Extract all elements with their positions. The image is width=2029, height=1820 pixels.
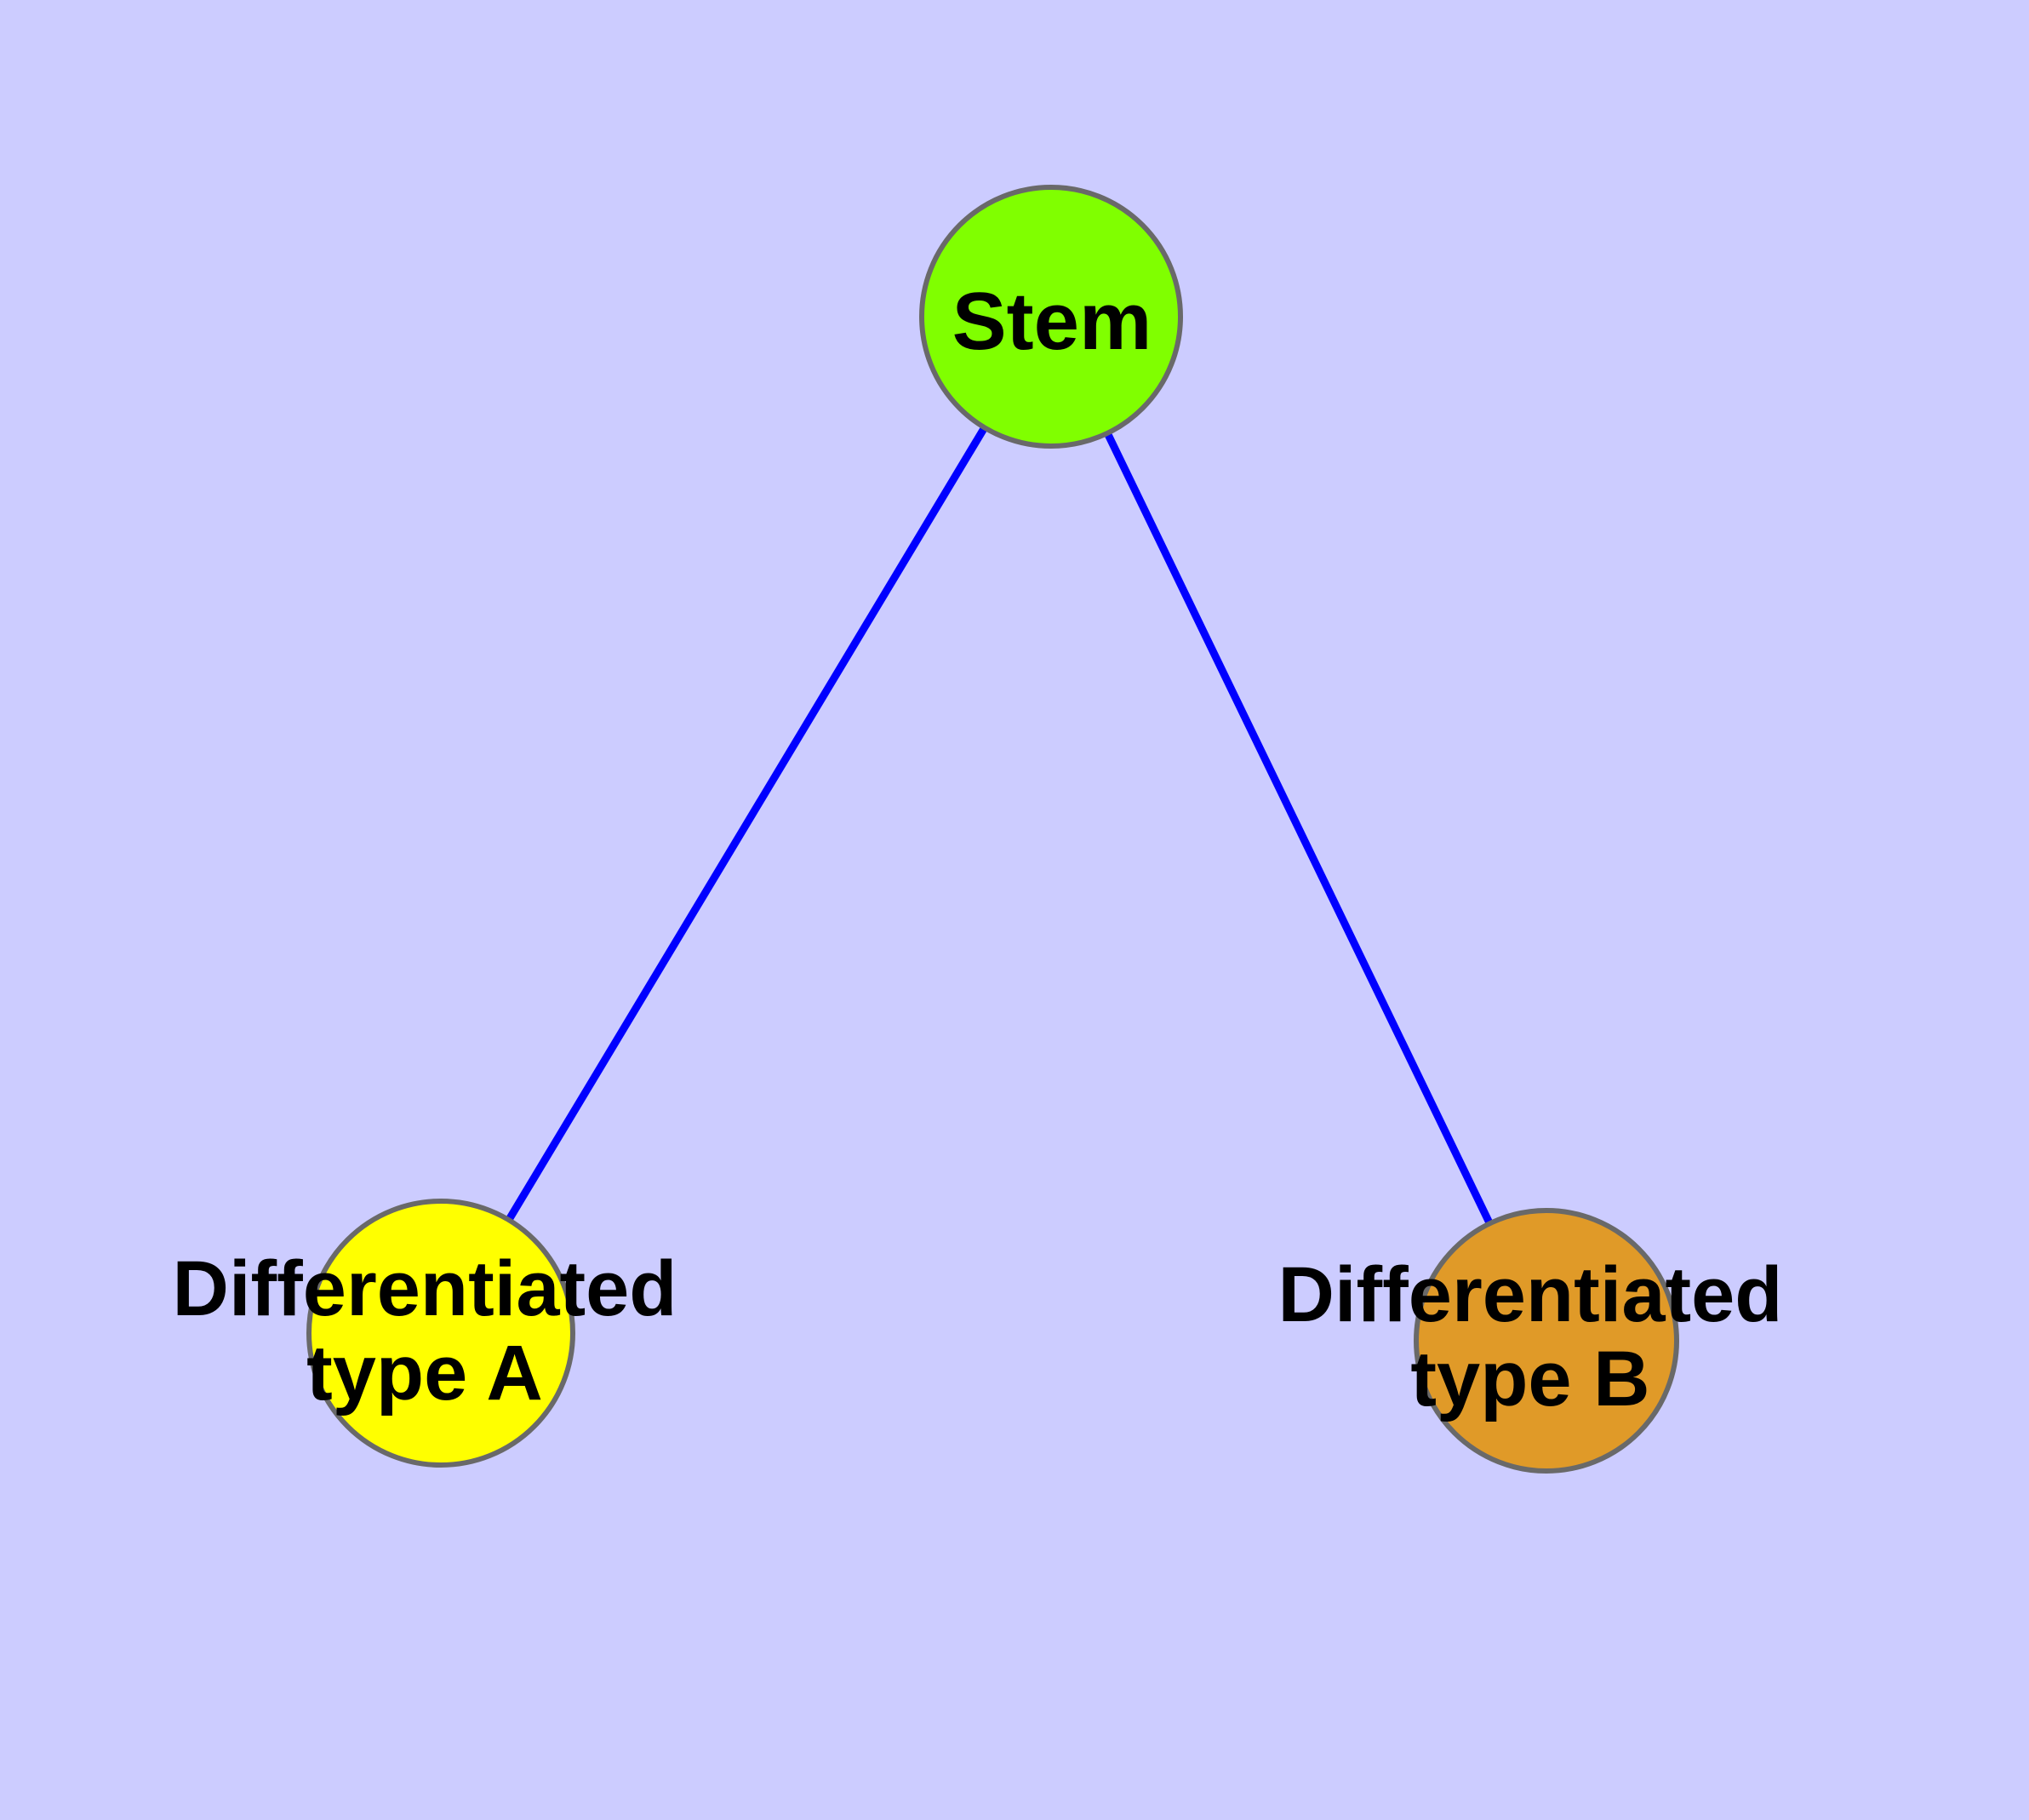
node-label-line: Differentiated xyxy=(173,1245,677,1332)
node-circle-diff-b[interactable] xyxy=(1414,1208,1679,1474)
node-label-stem: Stem xyxy=(952,276,1152,367)
node-label-line: Differentiated xyxy=(1278,1251,1783,1338)
node-circle-diff-a[interactable] xyxy=(306,1199,575,1468)
graph-node-stem[interactable]: Stem xyxy=(919,185,1183,449)
edge-layer xyxy=(437,314,1551,1342)
graph-edge-stem-to-b[interactable] xyxy=(1047,315,1551,1342)
node-circle-stem[interactable] xyxy=(919,185,1183,449)
node-label-line: Stem xyxy=(952,276,1152,367)
node-label-line: type B xyxy=(1410,1336,1649,1422)
node-label-line: type A xyxy=(306,1330,543,1417)
graph-edge-stem-to-a[interactable] xyxy=(437,314,1055,1336)
